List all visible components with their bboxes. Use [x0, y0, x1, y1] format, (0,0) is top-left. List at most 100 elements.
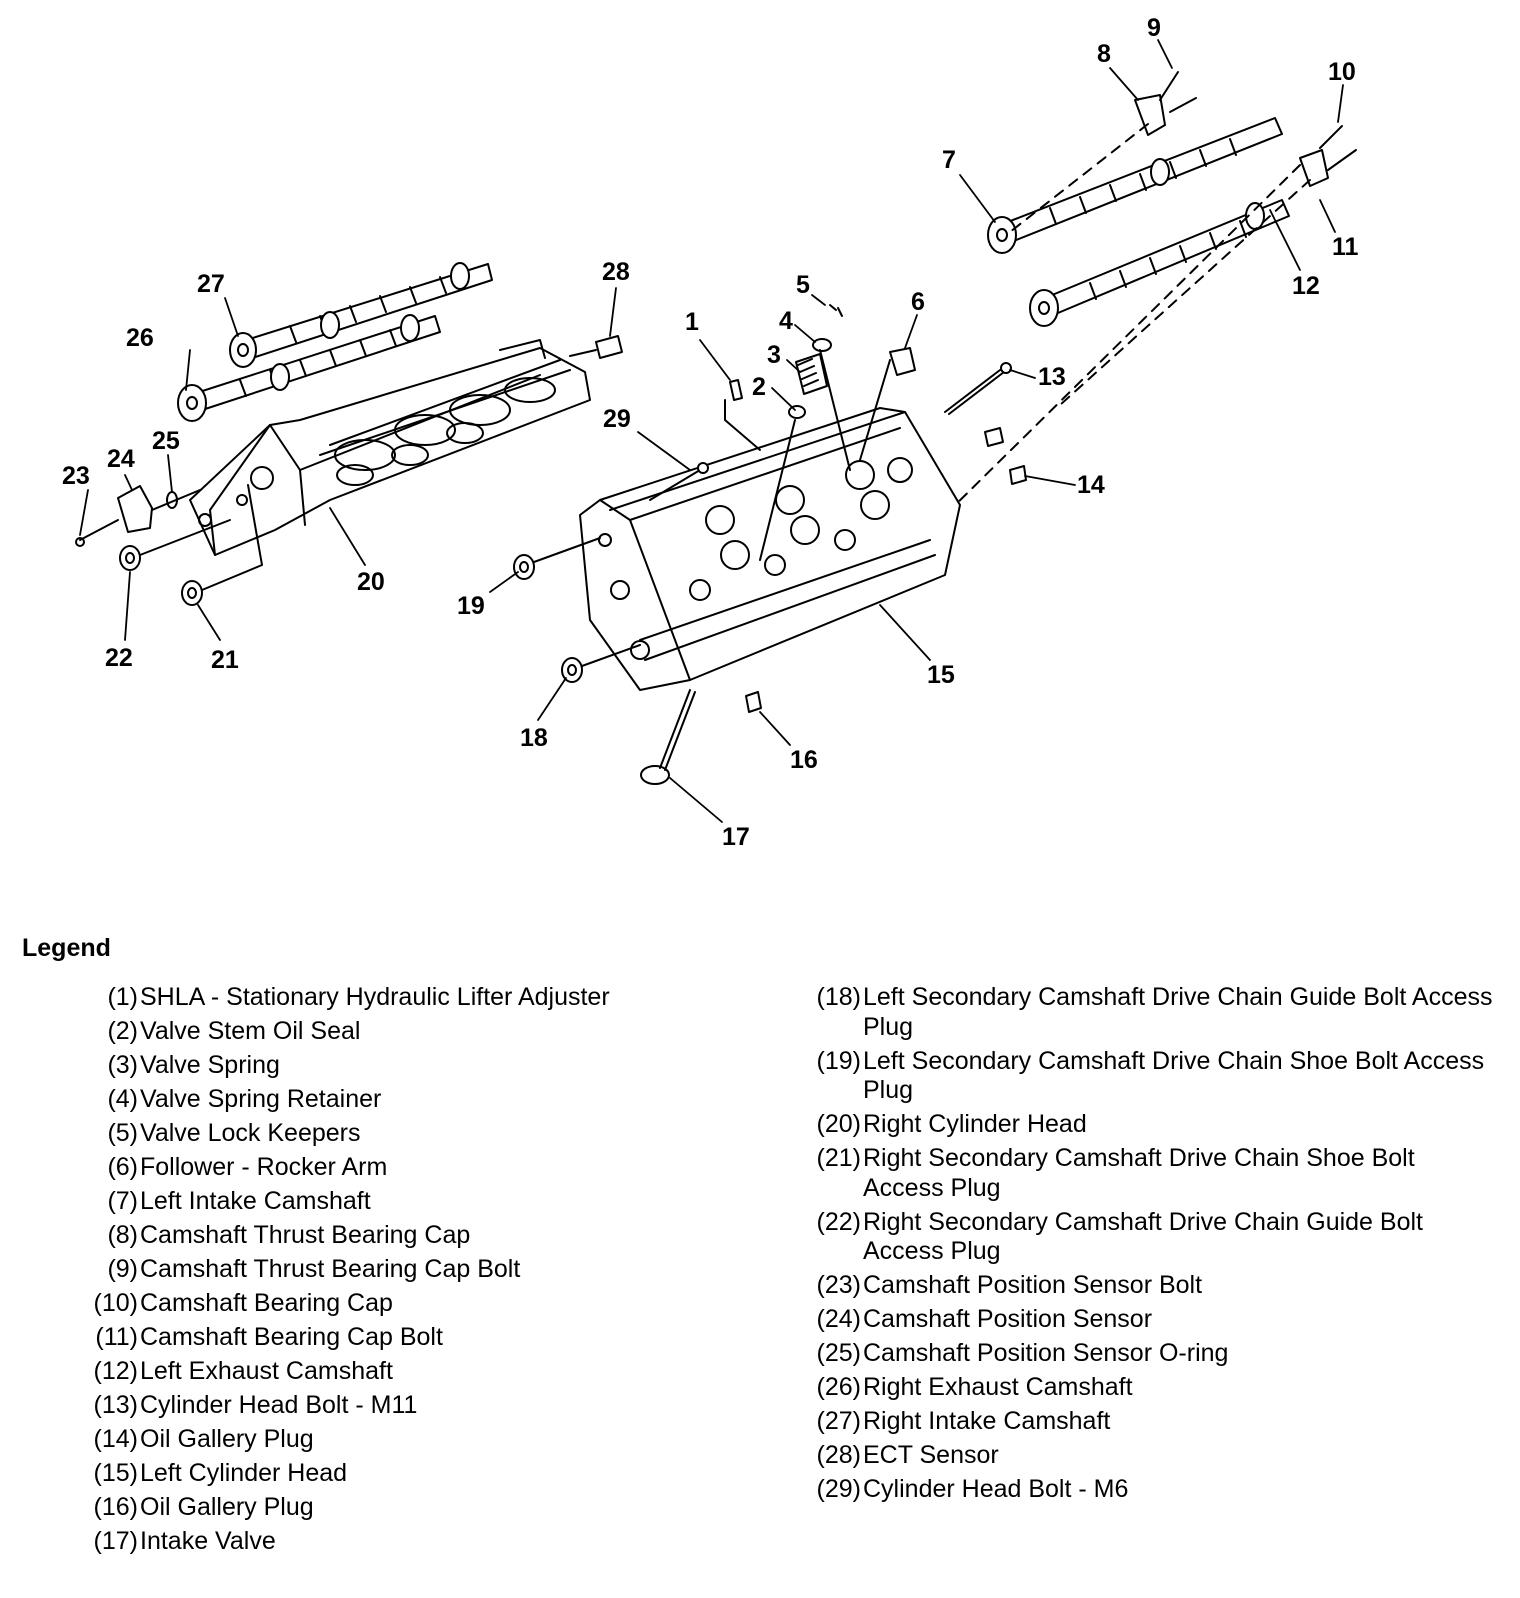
legend-label: Right Intake Camshaft [863, 1407, 1111, 1435]
legend-item: (28)ECT Sensor [793, 1441, 1493, 1471]
legend-label: Cylinder Head Bolt - M11 [140, 1391, 418, 1419]
legend-label: Oil Gallery Plug [140, 1493, 314, 1521]
legend-item: (25)Camshaft Position Sensor O-ring [793, 1339, 1493, 1369]
legend-item: (23)Camshaft Position Sensor Bolt [793, 1271, 1493, 1301]
legend-number: (7) [107, 1187, 138, 1215]
legend-right-column: (18)Left Secondary Camshaft Drive Chain … [793, 983, 1493, 1509]
legend-item: (15)Left Cylinder Head [70, 1459, 750, 1489]
legend-item: (29)Cylinder Head Bolt - M6 [793, 1475, 1493, 1505]
left-intake-camshaft [987, 117, 1283, 254]
legend-item: (17)Intake Valve [70, 1527, 750, 1557]
legend-label: Valve Spring [140, 1051, 280, 1079]
left-cylinder-head [579, 407, 961, 691]
callout-9: 9 [1147, 14, 1161, 42]
legend-number: (23) [816, 1271, 861, 1299]
legend-number: (25) [816, 1339, 861, 1367]
legend-number: (11) [95, 1323, 138, 1351]
legend-label: Left Intake Camshaft [140, 1187, 371, 1215]
legend-item: (16)Oil Gallery Plug [70, 1493, 750, 1523]
callout-8: 8 [1097, 40, 1111, 68]
legend-number: (29) [816, 1475, 861, 1503]
legend-number: (17) [93, 1527, 138, 1555]
legend-label: Camshaft Thrust Bearing Cap Bolt [140, 1255, 521, 1283]
callout-27: 27 [197, 270, 225, 298]
legend-number: (2) [107, 1017, 138, 1045]
legend-number: (16) [93, 1493, 138, 1521]
legend-label: Left Secondary Camshaft Drive Chain Guid… [863, 983, 1493, 1041]
legend-label: Right Cylinder Head [863, 1110, 1087, 1138]
callout-7: 7 [942, 146, 956, 174]
legend-label: Valve Spring Retainer [140, 1085, 382, 1113]
callout-25: 25 [152, 427, 180, 455]
legend-number: (1) [107, 983, 138, 1011]
legend-number: (12) [93, 1357, 138, 1385]
legend-label: Follower - Rocker Arm [140, 1153, 388, 1181]
legend-item: (8)Camshaft Thrust Bearing Cap [70, 1221, 750, 1251]
legend-number: (24) [816, 1305, 861, 1333]
legend-item: (14)Oil Gallery Plug [70, 1425, 750, 1455]
dashed-assembly-line [1009, 123, 1149, 233]
legend-label: Intake Valve [140, 1527, 276, 1555]
legend-number: (27) [816, 1407, 861, 1435]
legend-label: Right Exhaust Camshaft [863, 1373, 1133, 1401]
callout-2: 2 [752, 373, 766, 401]
leader-lines [79, 39, 1344, 823]
legend-label: Valve Stem Oil Seal [140, 1017, 361, 1045]
legend-item: (3)Valve Spring [70, 1051, 750, 1081]
legend-number: (5) [107, 1119, 138, 1147]
head-bolts-and-plugs [649, 362, 1027, 713]
legend-number: (13) [93, 1391, 138, 1419]
legend-label: Camshaft Position Sensor [863, 1305, 1153, 1333]
callout-16: 16 [790, 746, 818, 774]
callout-21: 21 [211, 646, 239, 674]
legend-number: (6) [107, 1153, 138, 1181]
callout-18: 18 [520, 724, 548, 752]
callout-12: 12 [1292, 272, 1320, 300]
legend-label: Oil Gallery Plug [140, 1425, 314, 1453]
right-intake-camshaft [229, 262, 493, 368]
legend-number: (8) [107, 1221, 138, 1249]
callout-23: 23 [62, 462, 90, 490]
access-plugs-right [119, 484, 263, 606]
callout-20: 20 [357, 568, 385, 596]
callout-numbers: 1 2 3 4 5 6 7 8 9 10 11 12 13 14 15 16 1… [62, 14, 1359, 851]
legend-title: Legend [22, 934, 111, 962]
callout-6: 6 [911, 288, 925, 316]
exploded-view-diagram: 1 2 3 4 5 6 7 8 9 10 11 12 13 14 15 16 1… [62, 14, 1359, 851]
legend-label: Camshaft Position Sensor Bolt [863, 1271, 1203, 1299]
legend-item: (13)Cylinder Head Bolt - M11 [70, 1391, 750, 1421]
legend-item: (6)Follower - Rocker Arm [70, 1153, 750, 1183]
legend-left-column: (1)SHLA - Stationary Hydraulic Lifter Ad… [70, 983, 750, 1561]
camshaft-position-sensor [75, 485, 201, 547]
legend-label: Valve Lock Keepers [140, 1119, 361, 1147]
legend-number: (22) [816, 1207, 861, 1236]
callout-10: 10 [1328, 58, 1356, 86]
legend-label: Left Cylinder Head [140, 1459, 348, 1487]
callout-1: 1 [685, 308, 699, 336]
callout-4: 4 [779, 307, 793, 335]
legend-item: (2)Valve Stem Oil Seal [70, 1017, 750, 1047]
legend-item: (19)Left Secondary Camshaft Drive Chain … [793, 1047, 1493, 1106]
callout-14: 14 [1077, 471, 1105, 499]
callout-24: 24 [107, 445, 135, 473]
callout-26: 26 [126, 324, 154, 352]
legend-label: Right Secondary Camshaft Drive Chain Sho… [863, 1144, 1415, 1202]
callout-19: 19 [457, 592, 485, 620]
legend-item: (26)Right Exhaust Camshaft [793, 1373, 1493, 1403]
callout-13: 13 [1038, 363, 1066, 391]
legend-item: (5)Valve Lock Keepers [70, 1119, 750, 1149]
legend-number: (10) [93, 1289, 138, 1317]
legend-item: (27)Right Intake Camshaft [793, 1407, 1493, 1437]
legend-item: (21)Right Secondary Camshaft Drive Chain… [793, 1144, 1493, 1203]
ect-sensor [569, 335, 623, 359]
legend-number: (21) [816, 1144, 861, 1172]
legend-item: (10)Camshaft Bearing Cap [70, 1289, 750, 1319]
right-exhaust-camshaft [177, 314, 441, 422]
legend-item: (12)Left Exhaust Camshaft [70, 1357, 750, 1387]
legend-label: Left Exhaust Camshaft [140, 1357, 393, 1385]
legend-number: (26) [816, 1373, 861, 1401]
legend-number: (15) [93, 1459, 138, 1487]
legend-number: (28) [816, 1441, 861, 1469]
legend-label: Camshaft Bearing Cap [140, 1289, 393, 1317]
legend-number: (4) [107, 1085, 138, 1113]
